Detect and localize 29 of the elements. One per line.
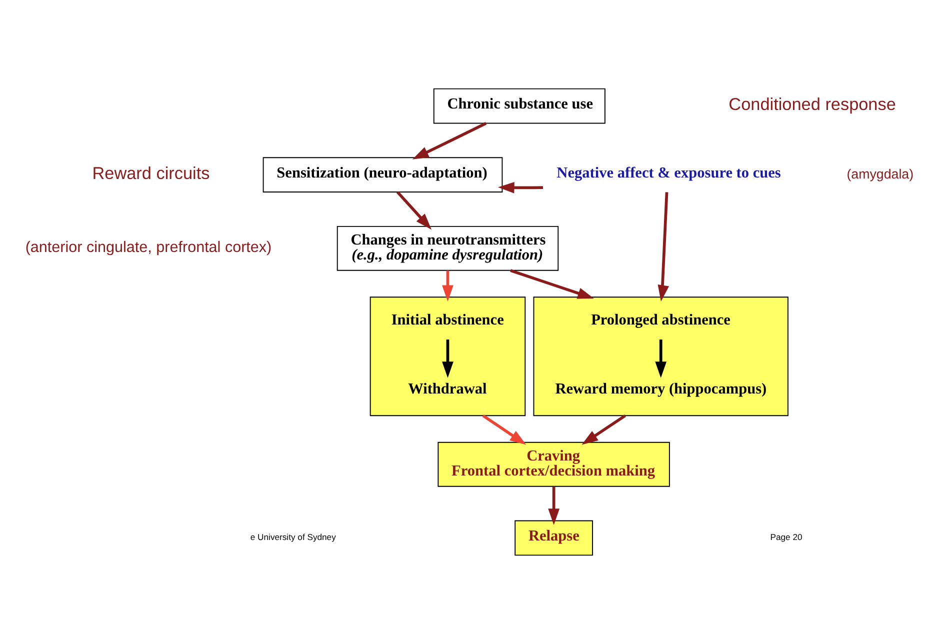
node-box: Craving Frontal cortex/decision making xyxy=(438,442,670,487)
node-text: Reward memory (hippocampus) xyxy=(555,380,767,398)
arrow xyxy=(396,191,432,230)
node-box: Chronic substance use xyxy=(433,88,606,124)
node-box: Sensitization (neuro-adaptation) xyxy=(262,157,503,192)
node-box: Changes in neurotransmitters (e.g., dopamine dysregulation) xyxy=(336,226,559,271)
node-box: Relapse xyxy=(514,520,593,556)
arrow xyxy=(498,182,544,194)
node-text: Prolonged abstinence xyxy=(591,312,730,329)
label: (amygdala) xyxy=(846,166,914,182)
cluster xyxy=(533,296,788,416)
arrow xyxy=(582,414,626,445)
arrow xyxy=(482,414,526,445)
label: Conditioned response xyxy=(728,94,896,114)
label: (anterior cingulate, prefrontal cortex) xyxy=(25,239,272,256)
node-text: Negative affect & exposure to cues xyxy=(556,164,781,182)
arrow xyxy=(442,340,454,378)
label: e University of Sydney xyxy=(250,532,336,542)
arrow xyxy=(548,486,560,525)
arrow xyxy=(655,340,667,378)
arrow xyxy=(442,270,454,302)
node-text: Initial abstinence xyxy=(391,312,504,329)
label: Reward circuits xyxy=(92,163,210,184)
arrow xyxy=(658,192,670,302)
node-text: Withdrawal xyxy=(408,380,487,398)
arrow xyxy=(510,269,594,299)
label: Page 20 xyxy=(770,532,802,542)
cluster xyxy=(370,296,526,416)
arrow xyxy=(412,122,487,160)
